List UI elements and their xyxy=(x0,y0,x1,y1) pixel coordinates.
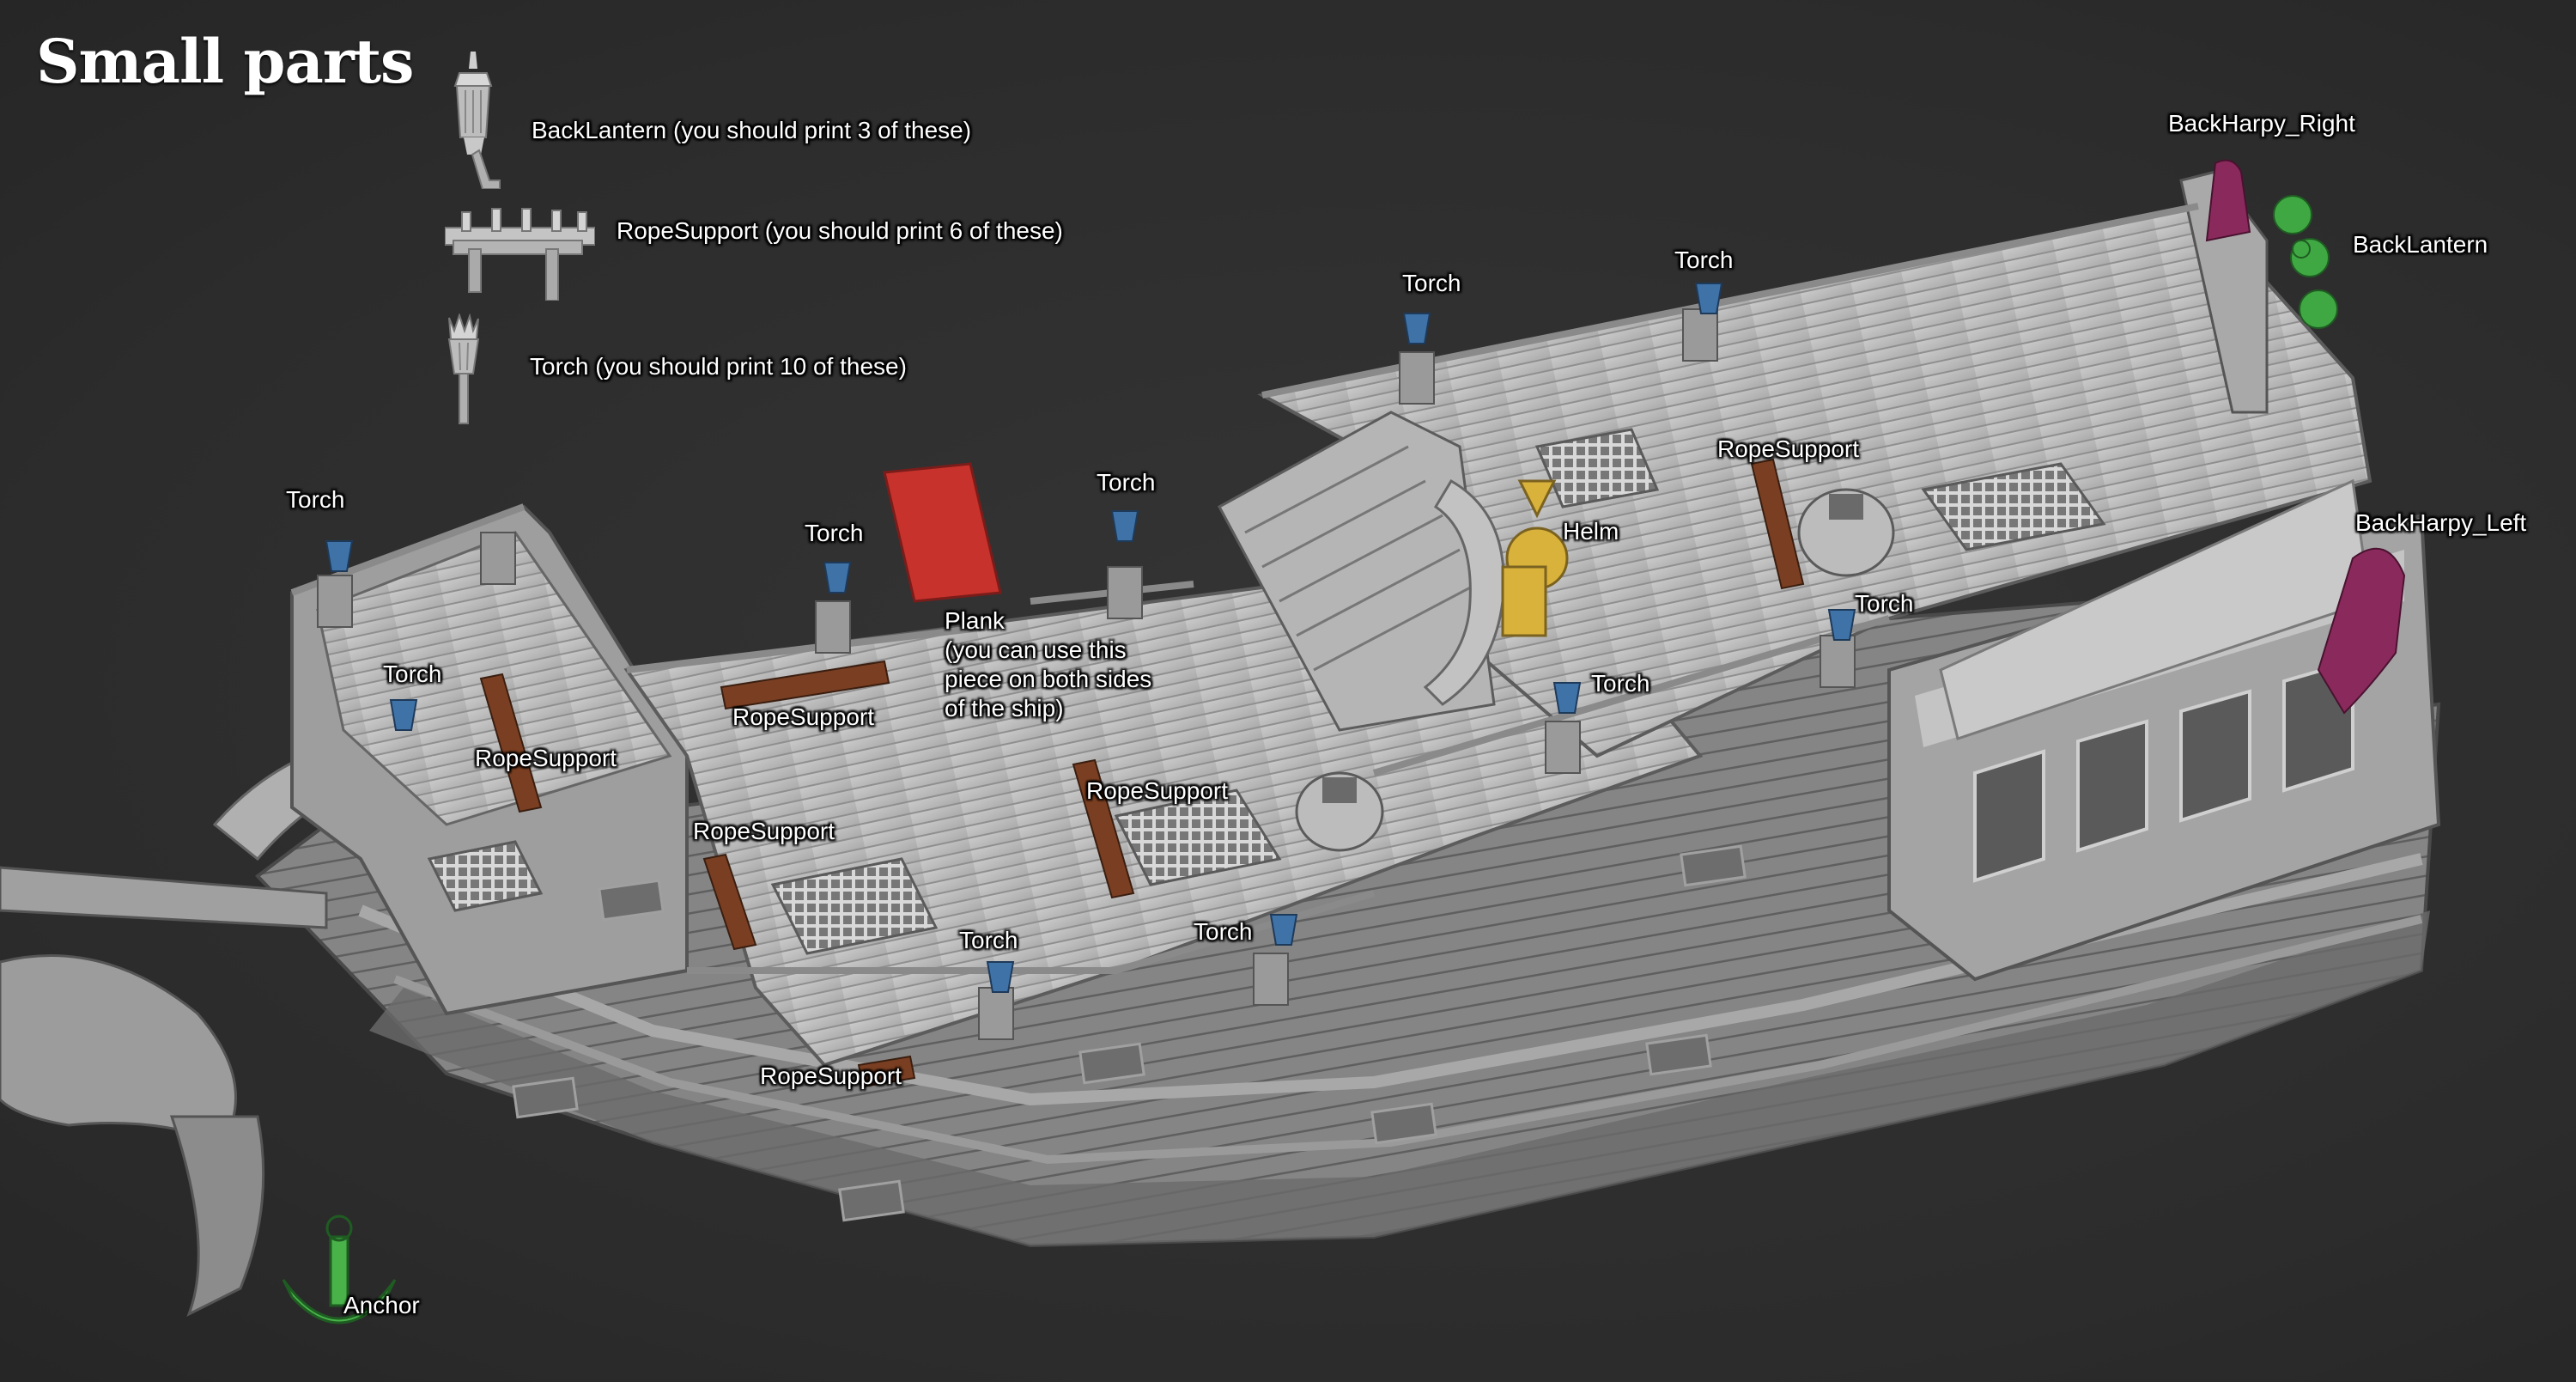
label-torch: Torch xyxy=(286,486,345,513)
label-rope-support: RopeSupport xyxy=(693,818,835,844)
plank-part xyxy=(883,462,1002,603)
legend-torch-text: Torch (you should print 10 of these) xyxy=(530,353,907,380)
label-torch: Torch xyxy=(1855,590,1914,617)
label-torch: Torch xyxy=(1194,918,1253,945)
back-lantern-parts xyxy=(2273,195,2338,329)
figure-title: Small parts xyxy=(36,26,414,97)
back-harpy-left-part xyxy=(2317,547,2406,715)
back-harpy-right-part xyxy=(2205,159,2251,242)
label-torch: Torch xyxy=(1097,469,1156,496)
label-rope-support: RopeSupport xyxy=(732,703,875,730)
label-rope-support: RopeSupport xyxy=(1086,777,1229,804)
bowsprit xyxy=(0,866,328,929)
anchor-part xyxy=(282,1215,397,1324)
label-torch: Torch xyxy=(959,927,1018,953)
label-back-harpy-left: BackHarpy_Left xyxy=(2355,509,2527,536)
label-helm: Helm xyxy=(1563,518,1619,545)
label-plank-line: of the ship) xyxy=(945,695,1064,721)
rope-support-parts xyxy=(479,458,1805,1088)
label-rope-support: RopeSupport xyxy=(1717,435,1860,462)
label-plank: Plank (you can use this piece on both si… xyxy=(945,606,1194,723)
label-plank-line: Plank xyxy=(945,607,1005,634)
lantern-icon xyxy=(453,52,501,189)
helm-part xyxy=(1501,479,1569,637)
label-rope-support: RopeSupport xyxy=(760,1062,902,1089)
torch-icon xyxy=(447,314,480,424)
label-torch: Torch xyxy=(805,520,864,546)
rope-support-icon xyxy=(445,208,595,301)
label-plank-line: piece on both sides xyxy=(945,666,1152,692)
label-torch: Torch xyxy=(1402,270,1461,296)
label-back-lantern: BackLantern xyxy=(2353,231,2488,258)
label-torch: Torch xyxy=(1591,670,1650,697)
label-plank-line: (you can use this xyxy=(945,636,1127,663)
label-anchor: Anchor xyxy=(343,1292,420,1318)
label-torch: Torch xyxy=(383,661,442,687)
figurehead xyxy=(0,954,238,1144)
label-back-harpy-right: BackHarpy_Right xyxy=(2168,110,2355,137)
label-torch: Torch xyxy=(1674,247,1734,273)
legend-rope-support-text: RopeSupport (you should print 6 of these… xyxy=(617,217,1063,244)
torch-parts xyxy=(325,283,1856,993)
legend-back-lantern-text: BackLantern (you should print 3 of these… xyxy=(532,117,972,143)
label-rope-support: RopeSupport xyxy=(475,745,617,771)
